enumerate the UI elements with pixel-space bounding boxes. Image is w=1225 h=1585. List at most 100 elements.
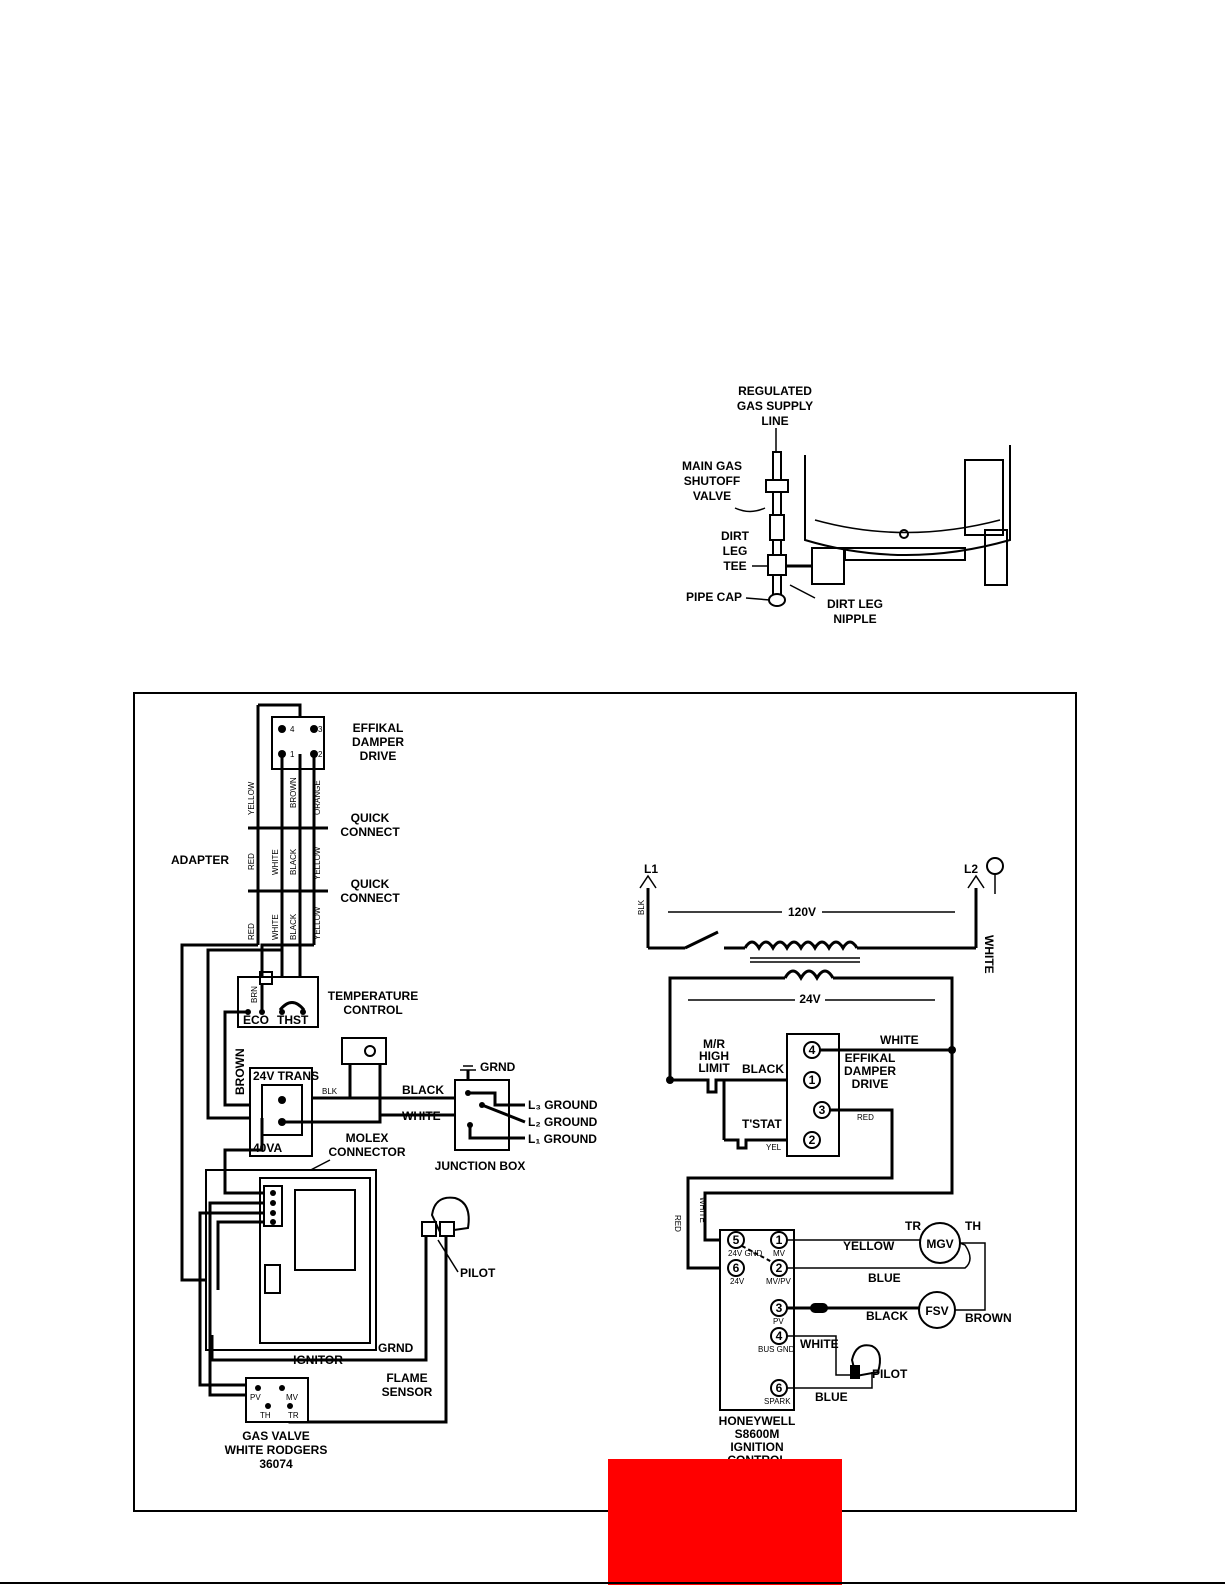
high-limit-label-2: HIGH	[699, 1049, 729, 1063]
junction-l1-wire	[468, 1125, 525, 1140]
red-damper-to-control	[686, 1108, 894, 1270]
damper-term-2-label: 2	[809, 1133, 816, 1147]
black-fsv-label: BLACK	[866, 1309, 908, 1323]
white-vertical-label: WHITE	[698, 1197, 707, 1223]
damper-terminal-3-label: 3	[318, 725, 323, 734]
high-limit-label-1: M/R	[703, 1037, 725, 1051]
regulated-line-label-1: REGULATED	[738, 384, 812, 398]
brown-ladder-label: BROWN	[965, 1311, 1012, 1325]
molex-pin-1	[270, 1190, 276, 1196]
ctrl-24v-label: 24V	[730, 1277, 745, 1286]
l2-white-label: WHITE	[982, 935, 996, 974]
yellow-ladder-label: YELLOW	[843, 1239, 895, 1253]
heater-screw	[899, 529, 909, 539]
thst-terminal-a	[279, 1009, 285, 1015]
blue-ladder-label: BLUE	[868, 1271, 901, 1285]
red-wire-label-2: RED	[247, 923, 256, 940]
pilot-pointer	[437, 1239, 459, 1273]
yellow-loop-top	[258, 703, 302, 717]
quick-connect-1-label-2: CONNECT	[340, 825, 400, 839]
eco-label: ECO	[243, 1013, 269, 1027]
ctrl-term-3-label: 3	[776, 1301, 783, 1315]
water-heater-base-line	[814, 519, 1001, 534]
damper-title-2: DAMPER	[352, 735, 404, 749]
black-label: BLACK	[402, 1083, 444, 1097]
white-pilot-label: WHITE	[800, 1337, 839, 1351]
ctrl-24vgnd-label: 24V GND	[728, 1249, 762, 1258]
l2-arrow	[967, 874, 985, 889]
brown-return-wire	[955, 1242, 986, 1311]
secondary-left-rail	[668, 976, 785, 1080]
junction-l2-wire	[481, 1103, 526, 1124]
l1-ground-label: L₁ GROUND	[528, 1132, 597, 1146]
ctrl-busgnd-label: BUS GND	[758, 1345, 795, 1354]
right-ladder-diagram: L1 BLK L2 WHITE 120V 24V M/R HIGH L	[637, 857, 1012, 1467]
regulated-line-label-3: LINE	[761, 414, 788, 428]
damper-terminal-4	[278, 725, 286, 733]
adapter-label: ADAPTER	[171, 853, 229, 867]
gas-valve-mv-label: MV	[286, 1393, 299, 1402]
v24-label-bg	[795, 990, 825, 1006]
mgv-th-label: TH	[965, 1219, 981, 1233]
ctrl-mv-label: MV	[773, 1249, 786, 1258]
red-damper-label: RED	[857, 1113, 874, 1122]
ctrl-term-4-label: 4	[776, 1329, 783, 1343]
white-wire-label-1: WHITE	[271, 849, 280, 875]
transformer-label: 24V TRANS	[253, 1069, 319, 1083]
thst-label: THST	[277, 1013, 309, 1027]
high-limit-label-3: LIMIT	[698, 1061, 730, 1075]
junction-box-label: JUNCTION BOX	[435, 1159, 526, 1173]
mgv-label: MGV	[926, 1237, 953, 1251]
ctrl-term-5	[727, 1231, 745, 1249]
yellow-wire-label-3: YELLOW	[313, 906, 322, 940]
brn-label: BRN	[250, 986, 259, 1003]
left-wiring-diagram: 4 3 1 2 EFFIKAL DAMPER DRIVE QUICK CONNE…	[171, 703, 598, 1471]
pilot-ground-lug	[421, 1221, 437, 1237]
white-label: WHITE	[402, 1109, 441, 1123]
black-ladder-label: BLACK	[742, 1062, 784, 1076]
blk-label: BLK	[322, 1087, 338, 1096]
damper-term-1	[803, 1071, 821, 1089]
black-wire-label-1: BLACK	[289, 848, 298, 875]
red-accent-block	[608, 1459, 842, 1585]
damper-terminal-1-label: 1	[290, 750, 295, 759]
ctrl-term-6	[727, 1259, 745, 1277]
gas-valve-th-label: TH	[260, 1411, 271, 1420]
tee-label-1: DIRT	[721, 529, 750, 543]
brown-wire-run	[223, 1010, 262, 1107]
module-fuse	[264, 1264, 281, 1294]
gas-valve	[245, 1377, 309, 1423]
transformer-terminal-1	[278, 1096, 286, 1104]
shutoff-label-1: MAIN GAS	[682, 459, 742, 473]
gas-valve-tr-terminal	[287, 1403, 293, 1409]
damper-terminal-4-label: 4	[290, 725, 295, 734]
l1-arrow	[639, 874, 657, 889]
pilot-burner	[430, 1196, 470, 1234]
ctrl-term-5-label: 5	[733, 1233, 740, 1247]
harness-wire-1	[223, 1118, 264, 1195]
flame-sensor-label-2: SENSOR	[382, 1385, 433, 1399]
white-ladder-label: WHITE	[880, 1033, 919, 1047]
ctrl-term-2-label: 2	[776, 1261, 783, 1275]
white-wire-label-2: WHITE	[271, 914, 280, 940]
water-heater-leg	[984, 529, 1008, 586]
gas-valve-pv-terminal	[255, 1385, 261, 1391]
l2-ground-label: L₂ GROUND	[528, 1115, 598, 1129]
molex-pin-2	[270, 1200, 276, 1206]
tstat-switch	[724, 1138, 803, 1150]
blue-spark-label: BLUE	[815, 1390, 848, 1404]
gas-valve-title-2: WHITE RODGERS	[225, 1443, 328, 1457]
l1-label: L1	[644, 862, 658, 876]
v120-label: 120V	[788, 905, 816, 919]
fsv-label: FSV	[925, 1304, 948, 1318]
pipe-cap-pointer	[745, 597, 771, 601]
harness-wire-2	[208, 1201, 268, 1397]
temp-control-top-terminal	[259, 971, 273, 985]
wiring-diagram-frame	[133, 692, 1077, 1512]
thst-terminal-b	[300, 1009, 306, 1015]
nipple-label-1: DIRT LEG	[827, 597, 883, 611]
nipple-pointer	[789, 584, 816, 599]
quick-connect-2-label-2: CONNECT	[340, 891, 400, 905]
ctrl-title-3: IGNITION	[730, 1440, 783, 1454]
